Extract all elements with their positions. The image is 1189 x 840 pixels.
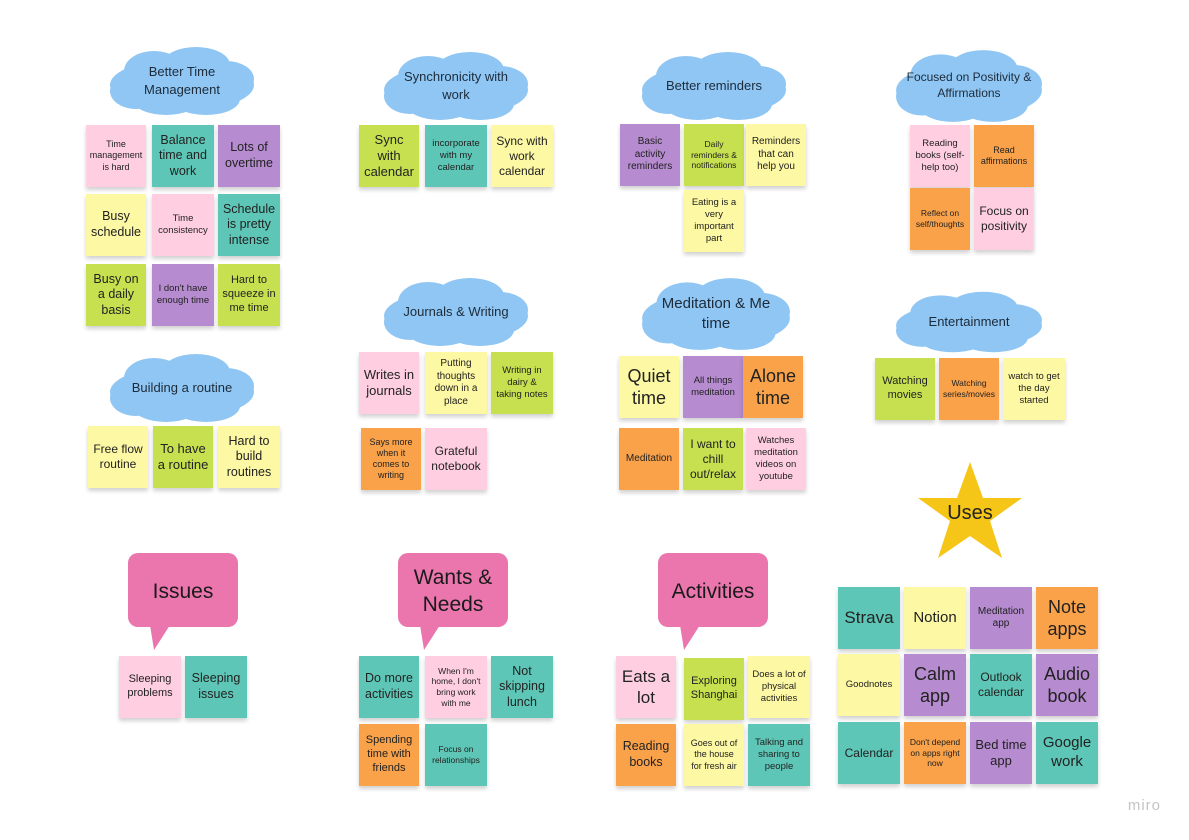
- sticky-note[interactable]: Eats a lot: [616, 656, 676, 718]
- sticky-note[interactable]: Exploring Shanghai: [684, 658, 744, 720]
- speech-bubble-shape: [128, 553, 238, 650]
- sticky-note[interactable]: Eating is a very important part: [684, 190, 744, 252]
- sticky-note[interactable]: Busy on a daily basis: [86, 264, 146, 326]
- sticky-note[interactable]: Does a lot of physical activities: [748, 656, 810, 718]
- bubble-wants-needs: Wants & Needs: [398, 553, 508, 651]
- cloud-shape: [110, 47, 254, 115]
- speech-bubble-shape: [398, 553, 508, 650]
- cloud-shape: [896, 50, 1042, 122]
- sticky-note[interactable]: Schedule is pretty intense: [218, 194, 280, 256]
- sticky-note[interactable]: Reminders that can help you: [746, 124, 806, 186]
- sticky-note[interactable]: Goes out of the house for fresh air: [684, 724, 744, 786]
- sticky-note[interactable]: Quiet time: [619, 356, 679, 418]
- cloud-building-routine: Building a routine: [106, 352, 258, 424]
- cluster-title: Synchronicity with work: [403, 69, 509, 102]
- cluster-title: Building a routine: [131, 380, 233, 396]
- sticky-note[interactable]: Sync with work calendar: [491, 125, 553, 187]
- cloud-synchronicity: Synchronicity with work: [380, 50, 532, 122]
- sticky-note[interactable]: Talking and sharing to people: [748, 724, 810, 786]
- sticky-note[interactable]: Spending time with friends: [359, 724, 419, 786]
- sticky-note[interactable]: Time management is hard: [86, 125, 146, 187]
- sticky-note[interactable]: Sleeping problems: [119, 656, 181, 718]
- cloud-shape: [384, 278, 528, 346]
- cloud-better-time-management: Better Time Management: [106, 45, 258, 117]
- sticky-note[interactable]: Alone time: [743, 356, 803, 418]
- section-title: Uses: [947, 502, 993, 524]
- sticky-note[interactable]: Sync with calendar: [359, 125, 419, 187]
- cloud-positivity: Focused on Positivity & Affirmations: [892, 48, 1046, 124]
- sticky-note[interactable]: Read affirmations: [974, 125, 1034, 187]
- cluster-title: Journals & Writing: [403, 304, 509, 320]
- cloud-shape: [384, 52, 528, 120]
- sticky-note[interactable]: Focus on positivity: [974, 188, 1034, 250]
- sticky-note[interactable]: Not skipping lunch: [491, 656, 553, 718]
- sticky-note[interactable]: Reading books: [616, 724, 676, 786]
- sticky-note[interactable]: Watching series/movies: [939, 358, 999, 420]
- cloud-better-reminders: Better reminders: [638, 50, 790, 122]
- sticky-note[interactable]: Calm app: [904, 654, 966, 716]
- sticky-note[interactable]: Putting thoughts down in a place: [425, 352, 487, 414]
- sticky-note[interactable]: Notion: [904, 587, 966, 649]
- star-uses: Uses: [916, 460, 1024, 560]
- sticky-note[interactable]: Sleeping issues: [185, 656, 247, 718]
- sticky-note[interactable]: Busy schedule: [86, 194, 146, 256]
- star-shape: [918, 462, 1022, 558]
- sticky-note[interactable]: Lots of overtime: [218, 125, 280, 187]
- cloud-entertainment: Entertainment: [892, 290, 1046, 354]
- miro-logo: miro: [1127, 797, 1161, 814]
- bubble-issues: Issues: [128, 553, 238, 651]
- cluster-title: Focused on Positivity & Affirmations: [906, 70, 1032, 100]
- sticky-note[interactable]: Bed time app: [970, 722, 1032, 784]
- sticky-note[interactable]: watch to get the day started: [1003, 358, 1065, 420]
- sticky-note[interactable]: Time consistency: [152, 194, 214, 256]
- cloud-shape: [110, 354, 254, 422]
- sticky-note[interactable]: Balance time and work: [152, 125, 214, 187]
- sticky-note[interactable]: Meditation: [619, 428, 679, 490]
- cloud-meditation: Meditation & Me time: [638, 276, 794, 352]
- sticky-note[interactable]: Writes in journals: [359, 352, 419, 414]
- cloud-journals: Journals & Writing: [380, 276, 532, 348]
- section-title: Wants & Needs: [413, 565, 493, 617]
- sticky-note[interactable]: When I'm home, I don't bring work with m…: [425, 656, 487, 718]
- sticky-note[interactable]: Watches meditation videos on youtube: [746, 428, 806, 490]
- sticky-note[interactable]: Google work: [1036, 722, 1098, 784]
- sticky-note[interactable]: I don't have enough time: [152, 264, 214, 326]
- section-title: Activities: [671, 579, 755, 603]
- sticky-note[interactable]: Goodnotes: [838, 654, 900, 716]
- sticky-note[interactable]: Watching movies: [875, 358, 935, 420]
- bubble-activities: Activities: [658, 553, 768, 651]
- sticky-note[interactable]: Calendar: [838, 722, 900, 784]
- sticky-note[interactable]: incorporate with my calendar: [425, 125, 487, 187]
- sticky-note[interactable]: Free flow routine: [88, 426, 148, 488]
- sticky-note[interactable]: To have a routine: [153, 426, 213, 488]
- sticky-note[interactable]: Meditation app: [970, 587, 1032, 649]
- cloud-shape: [642, 278, 790, 350]
- cluster-title: Entertainment: [928, 314, 1010, 330]
- sticky-note[interactable]: Grateful notebook: [425, 428, 487, 490]
- section-title: Issues: [152, 579, 214, 603]
- cluster-title: Better Time Management: [144, 64, 220, 97]
- sticky-note[interactable]: Reflect on self/thoughts: [910, 188, 970, 250]
- sticky-note[interactable]: All things meditation: [683, 356, 743, 418]
- speech-bubble-shape: [658, 553, 768, 650]
- sticky-note[interactable]: I want to chill out/relax: [683, 428, 743, 490]
- cloud-shape: [896, 291, 1042, 353]
- sticky-note[interactable]: Do more activities: [359, 656, 419, 718]
- sticky-note[interactable]: Don't depend on apps right now: [904, 722, 966, 784]
- sticky-note[interactable]: Note apps: [1036, 587, 1098, 649]
- cloud-shape: [642, 52, 786, 120]
- sticky-note[interactable]: Daily reminders & notifications: [684, 124, 744, 186]
- sticky-note[interactable]: Reading books (self-help too): [910, 125, 970, 187]
- sticky-note[interactable]: Basic activity reminders: [620, 124, 680, 186]
- sticky-note[interactable]: Audio book: [1036, 654, 1098, 716]
- cluster-title: Better reminders: [665, 78, 763, 94]
- cluster-title: Meditation & Me time: [661, 294, 771, 332]
- sticky-note[interactable]: Outlook calendar: [970, 654, 1032, 716]
- sticky-note[interactable]: Focus on relationships: [425, 724, 487, 786]
- sticky-note[interactable]: Hard to squeeze in me time: [218, 264, 280, 326]
- sticky-note[interactable]: Strava: [838, 587, 900, 649]
- sticky-note[interactable]: Writing in dairy & taking notes: [491, 352, 553, 414]
- sticky-note[interactable]: Says more when it comes to writing: [361, 428, 421, 490]
- sticky-note[interactable]: Hard to build routines: [218, 426, 280, 488]
